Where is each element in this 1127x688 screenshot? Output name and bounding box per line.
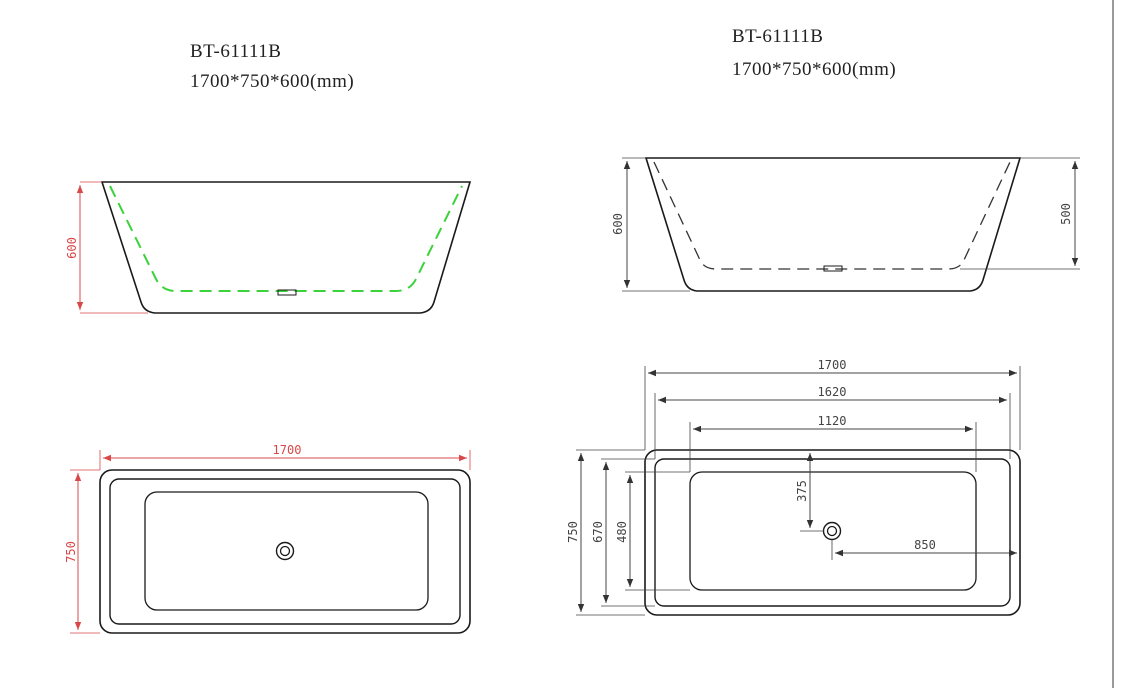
right-top-drain-outer	[822, 521, 842, 541]
right-length-basin-label: 1120	[818, 414, 847, 428]
left-top-drain-inner	[279, 545, 291, 557]
right-drain-x-label: 850	[914, 538, 936, 552]
left-top-outer-rim	[99, 469, 471, 634]
right-size-title: 1700*750*600(mm)	[732, 59, 897, 80]
left-side-view: 600	[65, 181, 472, 314]
left-length-dimension-label: 1700	[273, 443, 302, 457]
right-height-dimension-label: 600	[611, 213, 625, 235]
right-width-basin-label: 480	[615, 521, 629, 543]
left-side-inner-basin	[109, 185, 463, 292]
left-top-basin	[144, 491, 429, 611]
left-width-dimension-label: 750	[64, 541, 78, 563]
right-side-drain	[823, 265, 843, 272]
right-model-title: BT-61111B	[732, 26, 824, 47]
left-model-title: BT-61111B	[190, 41, 282, 62]
right-top-basin	[689, 471, 977, 591]
page-border	[1112, 0, 1114, 688]
right-side-inner-basin	[653, 161, 1011, 270]
right-side-view: 600 500	[611, 157, 1080, 292]
left-side-outline	[100, 181, 472, 314]
left-side-drain	[277, 289, 297, 296]
left-top-drain-outer	[275, 541, 295, 561]
right-length-rim-label: 1620	[818, 385, 847, 399]
left-height-dimension-label: 600	[65, 237, 79, 259]
right-width-outer-label: 750	[566, 521, 580, 543]
right-width-rim-label: 670	[591, 521, 605, 543]
right-drain-y-label: 375	[795, 480, 809, 502]
right-top-inner-rim	[654, 458, 1011, 607]
left-size-title: 1700*750*600(mm)	[190, 71, 355, 92]
right-side-outline	[644, 157, 1022, 292]
left-top-inner-rim	[109, 478, 461, 625]
left-top-view: 1700 750	[64, 443, 471, 634]
right-top-drain-inner	[826, 525, 838, 537]
right-top-view: 1700 1620 1120 750 670 480 375 850	[566, 358, 1021, 616]
right-top-outer-rim	[644, 449, 1021, 616]
right-length-outer-label: 1700	[818, 358, 847, 372]
right-depth-dimension-label: 500	[1059, 203, 1073, 225]
